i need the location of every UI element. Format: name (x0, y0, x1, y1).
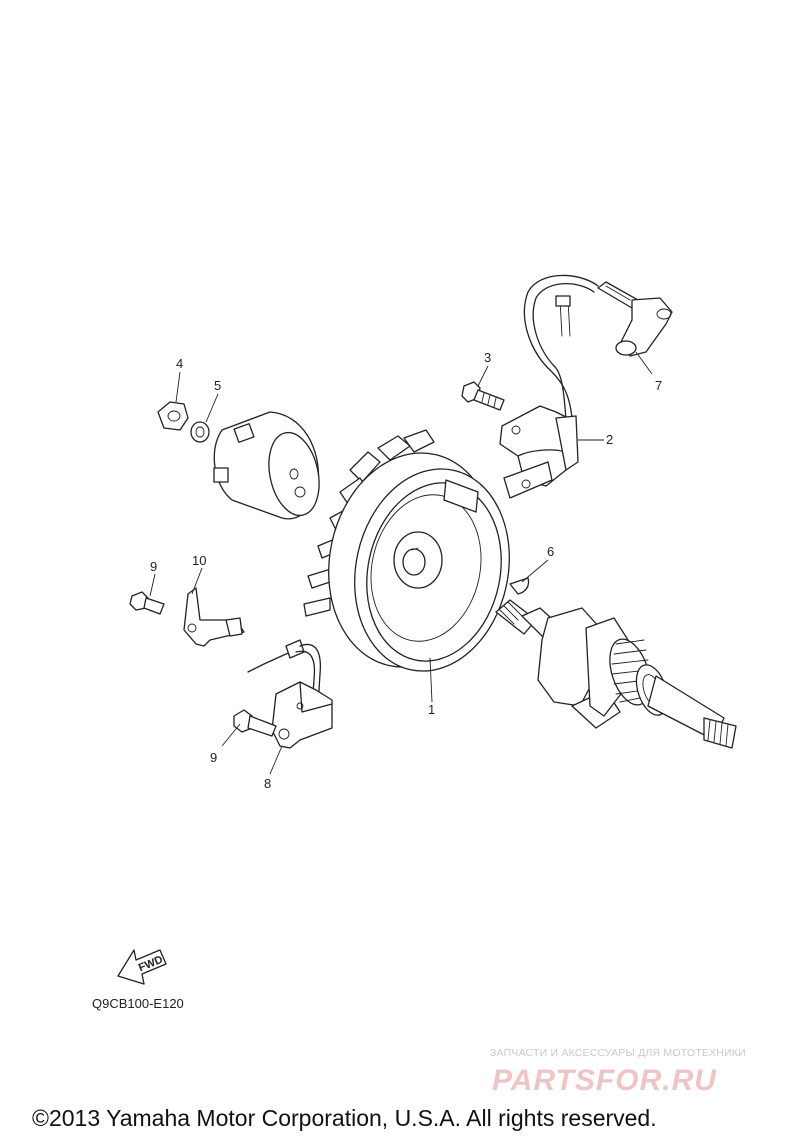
watermark-tagline: ЗАПЧАСТИ И АКСЕССУАРЫ ДЛЯ МОТОТЕХНИКИ (490, 1047, 746, 1059)
diagram-code: Q9CB100-E120 (92, 996, 184, 1011)
callout-9-lower: 9 (210, 750, 217, 765)
callout-9: 9 (150, 559, 157, 574)
callout-3: 3 (484, 350, 491, 365)
callout-10: 10 (192, 553, 206, 568)
callout-7: 7 (655, 378, 662, 393)
copyright-notice: ©2013 Yamaha Motor Corporation, U.S.A. A… (32, 1105, 657, 1131)
sensor-bracket-drawing (247, 639, 333, 749)
spark-plug-cap-drawing (597, 281, 673, 357)
nut-drawing (157, 401, 189, 431)
bracket-10-drawing (183, 587, 245, 647)
bolt-9-upper-drawing (129, 591, 165, 615)
bolt-3-drawing (461, 381, 505, 411)
fwd-arrow: FWD (117, 949, 167, 985)
callout-8: 8 (264, 776, 271, 791)
leader-lines (149, 351, 653, 775)
woodruff-key-drawing (509, 577, 530, 595)
callouts: 4 5 3 7 2 6 9 10 1 9 8 (150, 350, 662, 791)
callout-4: 4 (176, 356, 183, 371)
callout-1: 1 (428, 702, 435, 717)
watermark-brand: PARTSFOR.RU (492, 1064, 717, 1097)
callout-5: 5 (214, 378, 221, 393)
starter-cup-drawing (213, 411, 320, 520)
callout-6: 6 (547, 544, 554, 559)
callout-2: 2 (606, 432, 613, 447)
ignition-coil-drawing (499, 274, 599, 499)
bolt-9-lower-drawing (233, 709, 277, 737)
crankshaft-drawing (495, 599, 737, 749)
flywheel-drawing (303, 429, 510, 672)
fwd-label: FWD (137, 954, 165, 975)
watermark: ЗАПЧАСТИ И АКСЕССУАРЫ ДЛЯ МОТОТЕХНИКИ PA… (490, 1047, 746, 1097)
washer-drawing (190, 421, 210, 443)
